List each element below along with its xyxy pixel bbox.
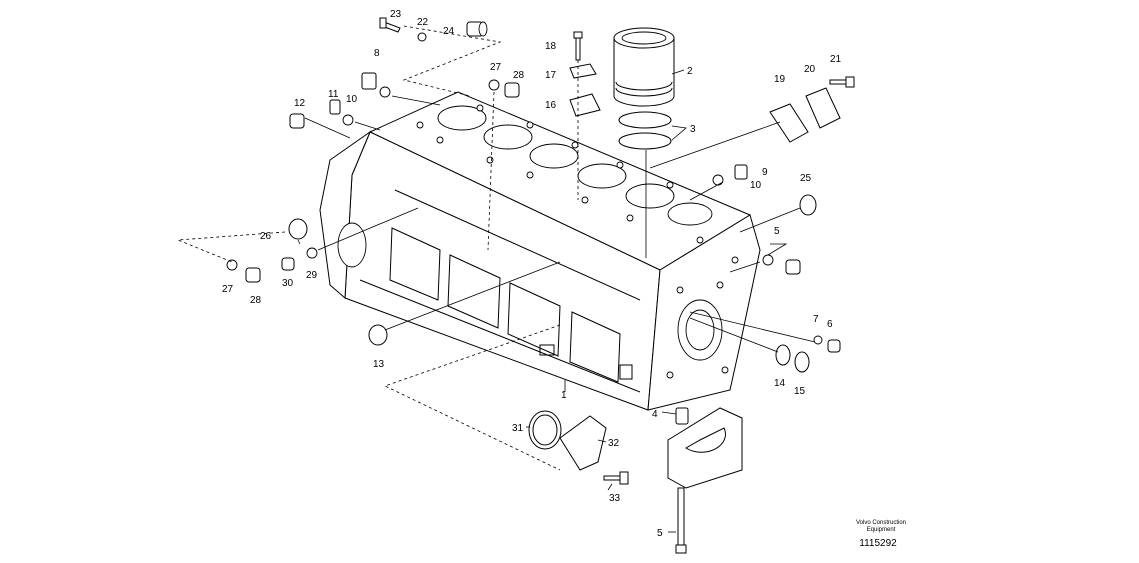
- cover-16: [569, 93, 601, 117]
- plug-6: [827, 339, 841, 353]
- callout-4: 4: [652, 409, 658, 420]
- callout-12: 12: [294, 98, 306, 109]
- cylinder-liner: [613, 27, 675, 107]
- callout-21: 21: [830, 54, 842, 65]
- callout-5-bottom: 5: [657, 528, 663, 539]
- caption-company-sub: Equipment: [867, 527, 896, 533]
- seal-15: [794, 351, 810, 373]
- bolt-33: [603, 471, 629, 485]
- callout-32: 32: [608, 438, 620, 449]
- cover-32: [559, 415, 607, 471]
- seal-13: [368, 324, 388, 346]
- callout-16: 16: [545, 100, 557, 111]
- plug-25: [799, 194, 817, 216]
- plug-24: [466, 21, 488, 37]
- washer-27-left: [226, 259, 238, 271]
- callout-31: 31: [512, 423, 524, 434]
- callout-9: 9: [762, 167, 768, 178]
- plug-26: [288, 218, 308, 240]
- callout-15: 15: [794, 386, 806, 397]
- plug-11: [329, 99, 354, 126]
- gasket-17: [569, 63, 597, 79]
- liner-seal-rings: [618, 111, 672, 150]
- plug-28-left: [245, 267, 261, 283]
- bolt-23: [379, 17, 401, 33]
- cylinder-block: [319, 91, 761, 411]
- sleeve-4: [675, 407, 689, 425]
- bolt-18: [573, 31, 583, 61]
- callout-3: 3: [690, 124, 696, 135]
- callout-numbers: 1 2 3 4 5 5 6 7 8 9 10 10 11 12 13 14 15…: [222, 9, 842, 539]
- callout-20: 20: [804, 64, 816, 75]
- callout-7: 7: [813, 314, 819, 325]
- washer-10-right: [712, 174, 724, 186]
- callout-17: 17: [545, 70, 557, 81]
- callout-6: 6: [827, 319, 833, 330]
- callout-10-left: 10: [346, 94, 358, 105]
- callout-14: 14: [774, 378, 786, 389]
- plug-12: [289, 113, 305, 129]
- bolt-5-bottom: [675, 487, 687, 554]
- callout-27-left: 27: [222, 284, 234, 295]
- plug-9: [734, 164, 748, 180]
- callout-26: 26: [260, 231, 272, 242]
- callout-24: 24: [443, 26, 455, 37]
- callout-28-top: 28: [513, 70, 525, 81]
- callout-8: 8: [374, 48, 380, 59]
- callout-29: 29: [306, 270, 318, 281]
- seal-14: [775, 344, 791, 366]
- plug-8: [361, 72, 391, 98]
- callout-25: 25: [800, 173, 812, 184]
- callout-23: 23: [390, 9, 402, 20]
- callout-19: 19: [774, 74, 786, 85]
- callout-28-left: 28: [250, 295, 262, 306]
- gasket-19: [769, 103, 809, 143]
- plug-5-right: [762, 254, 801, 275]
- plug-28-top: [488, 79, 520, 98]
- callout-33: 33: [609, 493, 621, 504]
- main-bearing-cap: [667, 407, 743, 489]
- ring-31: [528, 410, 562, 450]
- washer-7: [813, 335, 823, 345]
- washer-29: [306, 247, 318, 259]
- washer-22: [417, 32, 427, 42]
- callout-1: 1: [561, 390, 567, 401]
- drawing-number: 1115292: [859, 538, 897, 549]
- leader-lines: [177, 25, 816, 533]
- callout-5-right: 5: [774, 226, 780, 237]
- caption-company: Volvo Construction: [856, 520, 906, 526]
- callout-10-right: 10: [750, 180, 762, 191]
- cover-20: [805, 87, 841, 129]
- drawing-caption: Volvo Construction Equipment 1115292: [856, 520, 906, 549]
- callout-27-top: 27: [490, 62, 502, 73]
- callout-13: 13: [373, 359, 385, 370]
- callout-30: 30: [282, 278, 294, 289]
- callout-2: 2: [687, 66, 693, 77]
- bolt-21: [829, 76, 855, 88]
- callout-18: 18: [545, 41, 557, 52]
- callout-11: 11: [328, 89, 339, 100]
- callout-22: 22: [417, 17, 429, 28]
- plug-30: [281, 257, 295, 271]
